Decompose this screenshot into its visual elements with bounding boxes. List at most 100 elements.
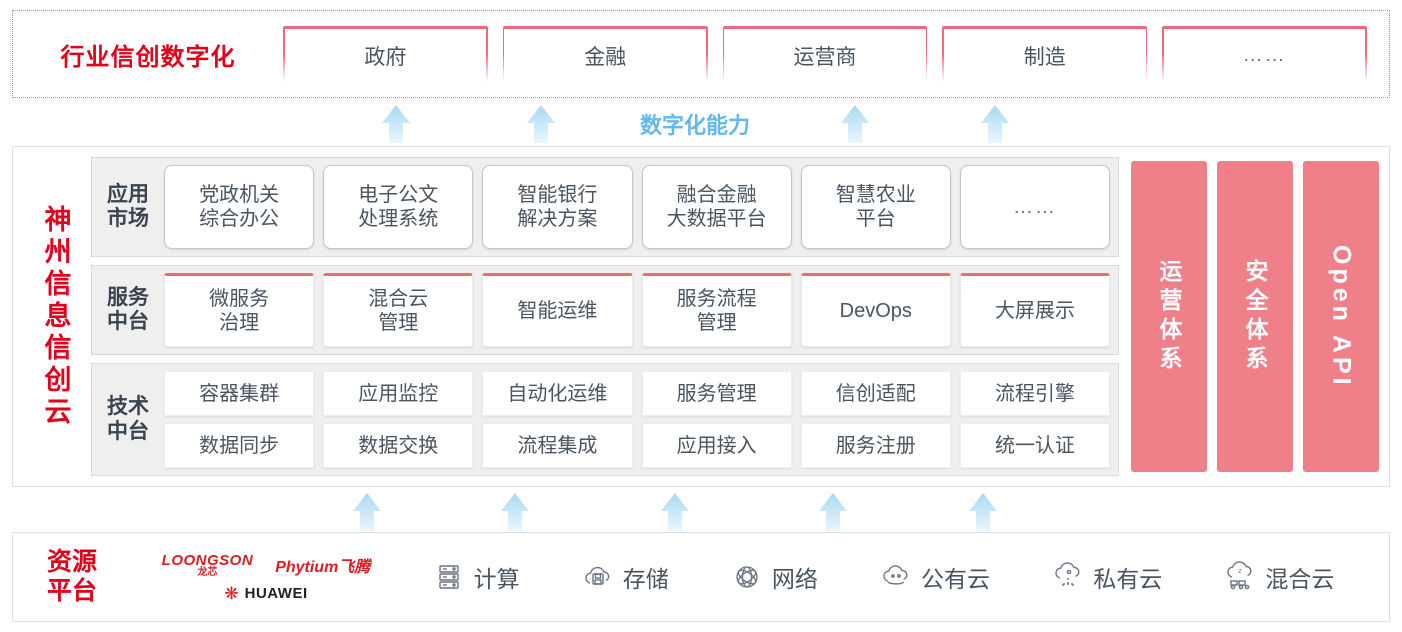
up-arrow-icon — [524, 104, 558, 144]
cloud-platform-panel: 神州信息信创云 应用市场 党政机关综合办公 电子公文处理系统 智能银行解决方案 … — [12, 146, 1390, 487]
industry-band: 行业信创数字化 政府 金融 运营商 制造 …… — [12, 10, 1390, 98]
up-arrow-icon — [658, 492, 692, 532]
industry-card-list: 政府 金融 运营商 制造 …… — [283, 11, 1389, 97]
app-card-government-office[interactable]: 党政机关综合办公 — [164, 165, 315, 249]
industry-card-government[interactable]: 政府 — [283, 26, 488, 82]
layer-label-app-market: 应用市场 — [107, 182, 149, 230]
industry-card-manufacturing[interactable]: 制造 — [942, 26, 1148, 82]
capability-arrow-row-top: 数字化能力 — [0, 102, 1402, 144]
tech-card-label: 流程集成 — [517, 434, 598, 457]
service-card-label: 智能运维 — [517, 300, 598, 322]
tech-card-label: 统一认证 — [994, 434, 1075, 457]
service-card-dashboard[interactable]: 大屏展示 — [959, 273, 1111, 347]
service-card-devops[interactable]: DevOps — [800, 273, 951, 347]
tech-card-process-engine[interactable]: 流程引擎 — [959, 371, 1111, 416]
tech-card-data-exchange[interactable]: 数据交换 — [323, 423, 474, 468]
resource-item-label: 存储 — [622, 566, 669, 592]
side-bar-operations-system[interactable]: 运营体系 — [1131, 161, 1207, 472]
industry-card-more[interactable]: …… — [1162, 26, 1367, 82]
vendor-logo-group: LOONGSON 龙芯 Phytium飞腾 ❋ HUAWEI — [131, 553, 401, 602]
tech-card-app-monitoring[interactable]: 应用监控 — [323, 371, 474, 416]
tech-card-label: 服务注册 — [835, 434, 916, 457]
service-card-label: 服务流程管理 — [676, 288, 757, 334]
tech-card-xinchuang-adaptation[interactable]: 信创适配 — [800, 371, 951, 416]
resource-item-private-cloud[interactable]: 私有云 — [1051, 560, 1162, 594]
tech-card-service-registry[interactable]: 服务注册 — [800, 423, 951, 468]
layer-app-market: 应用市场 党政机关综合办公 电子公文处理系统 智能银行解决方案 融合金融大数据平… — [91, 157, 1119, 257]
side-bar-open-api[interactable]: Open API — [1303, 161, 1379, 472]
app-card-label: 融合金融大数据平台 — [666, 184, 767, 230]
resource-item-label: 计算 — [473, 566, 520, 592]
service-card-process-mgmt[interactable]: 服务流程管理 — [641, 273, 792, 347]
resource-item-label: 网络 — [771, 566, 818, 592]
side-bar-label: Open API — [1327, 244, 1356, 389]
service-card-hybrid-cloud-mgmt[interactable]: 混合云管理 — [323, 273, 474, 347]
phytium-logo: Phytium飞腾 — [275, 559, 371, 576]
tech-card-label: 应用接入 — [676, 434, 757, 457]
loongson-logo: LOONGSON 龙芯 — [162, 553, 254, 578]
up-arrow-icon — [816, 492, 850, 532]
industry-card-finance[interactable]: 金融 — [502, 26, 708, 82]
industry-card-label: 金融 — [584, 45, 627, 69]
tech-card-service-mgmt[interactable]: 服务管理 — [641, 371, 792, 416]
huawei-flower-icon: ❋ — [224, 583, 239, 603]
resource-item-compute[interactable]: 计算 — [432, 560, 520, 594]
hybrid-cloud-icon: z — [1223, 560, 1257, 594]
service-platform-cells: 微服务治理 混合云管理 智能运维 服务流程管理 DevOps 大屏展示 — [164, 273, 1111, 347]
tech-card-label: 容器集群 — [199, 382, 280, 405]
app-card-smart-bank[interactable]: 智能银行解决方案 — [482, 165, 633, 249]
layer-service-platform: 服务中台 微服务治理 混合云管理 智能运维 服务流程管理 DevOps 大屏展示 — [91, 265, 1119, 355]
tech-platform-row-1: 容器集群 应用监控 自动化运维 服务管理 信创适配 流程引擎 — [164, 371, 1111, 416]
industry-card-telecom[interactable]: 运营商 — [722, 26, 928, 82]
resource-item-list: 计算 存储 — [401, 560, 1389, 594]
resource-item-label: 混合云 — [1265, 566, 1335, 592]
capability-label: 数字化能力 — [640, 113, 751, 138]
service-card-smart-ops[interactable]: 智能运维 — [482, 273, 633, 347]
resource-platform-panel: 资源平台 LOONGSON 龙芯 Phytium飞腾 ❋ HUAWEI — [12, 532, 1390, 622]
up-arrow-icon — [350, 492, 384, 532]
tech-card-app-access[interactable]: 应用接入 — [641, 423, 792, 468]
app-market-cells: 党政机关综合办公 电子公文处理系统 智能银行解决方案 融合金融大数据平台 智慧农… — [164, 165, 1111, 249]
resource-item-hybrid-cloud[interactable]: z 混合云 — [1223, 560, 1334, 594]
app-card-label: 党政机关综合办公 — [199, 184, 280, 230]
capability-arrow-row-bottom — [0, 490, 1402, 532]
cloud-platform-title-text: 神州信息信创云 — [40, 204, 71, 429]
app-card-more[interactable]: …… — [959, 165, 1111, 249]
tech-card-label: 应用监控 — [358, 382, 439, 405]
side-bar-security-system[interactable]: 安全体系 — [1217, 161, 1293, 472]
app-card-finance-bigdata[interactable]: 融合金融大数据平台 — [641, 165, 792, 249]
tech-card-label: 数据同步 — [199, 434, 280, 457]
up-arrow-icon — [978, 104, 1012, 144]
app-card-smart-agriculture[interactable]: 智慧农业平台 — [800, 165, 951, 249]
industry-card-label: 制造 — [1023, 45, 1066, 69]
up-arrow-icon — [838, 104, 872, 144]
loongson-logo-text: LOONGSON — [161, 551, 254, 569]
resource-platform-title: 资源平台 — [46, 547, 97, 606]
resource-item-label: 公有云 — [921, 566, 991, 592]
tech-card-data-sync[interactable]: 数据同步 — [164, 423, 315, 468]
industry-card-label: …… — [1242, 44, 1287, 66]
public-cloud-icon — [879, 560, 913, 594]
app-card-label: 智能银行解决方案 — [517, 184, 598, 230]
layer-tech-platform: 技术中台 容器集群 应用监控 自动化运维 服务管理 信创适配 流程引擎 数据同步 — [91, 363, 1119, 476]
service-card-microservice-governance[interactable]: 微服务治理 — [164, 273, 315, 347]
app-card-edoc-system[interactable]: 电子公文处理系统 — [323, 165, 474, 249]
resource-item-storage[interactable]: 存储 — [581, 560, 669, 594]
side-bar-label: 安全体系 — [1242, 258, 1268, 375]
cloud-side-bars: 运营体系 安全体系 Open API — [1127, 157, 1379, 476]
tech-card-automated-ops[interactable]: 自动化运维 — [482, 371, 633, 416]
tech-card-unified-auth[interactable]: 统一认证 — [959, 423, 1111, 468]
tech-card-process-integration[interactable]: 流程集成 — [482, 423, 633, 468]
tech-card-label: 自动化运维 — [507, 382, 608, 405]
resource-item-public-cloud[interactable]: 公有云 — [879, 560, 990, 594]
industry-card-label: 政府 — [364, 45, 407, 69]
tech-card-label: 服务管理 — [676, 382, 757, 405]
server-rack-icon — [432, 560, 466, 594]
service-card-label: 微服务治理 — [209, 288, 270, 334]
vendor-logo-row-1: LOONGSON 龙芯 Phytium飞腾 — [162, 553, 371, 578]
app-card-label: 电子公文处理系统 — [358, 184, 439, 230]
resource-item-network[interactable]: 网络 — [730, 560, 818, 594]
tech-card-label: 流程引擎 — [994, 382, 1075, 405]
tech-card-container-cluster[interactable]: 容器集群 — [164, 371, 315, 416]
